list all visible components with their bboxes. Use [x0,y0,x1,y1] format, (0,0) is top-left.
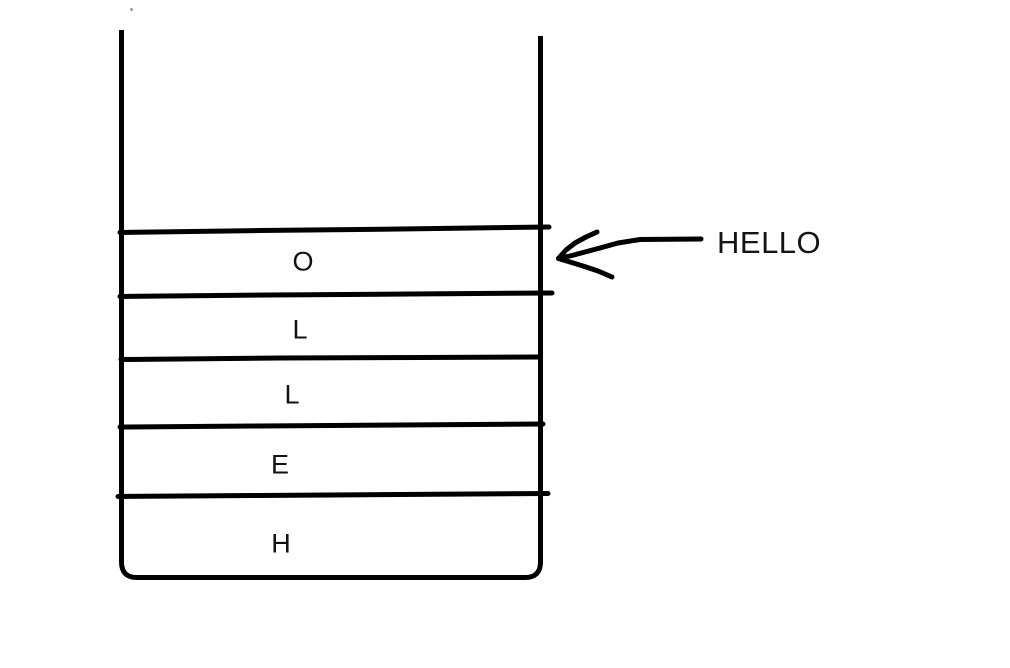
annotation-arrow-barb-lower [556,256,615,280]
divider-below-cell-2 [117,421,546,430]
annotation-arrow-barb-upper [556,229,600,261]
divider-below-cell-3 [115,491,551,499]
stack-bottom-right-corner [522,559,543,580]
stack-bottom-left-corner [119,559,140,580]
stack-cell-letter-3: E [270,449,290,480]
annotation-label-hello: HELLO [717,225,822,260]
divider-above-cell-0 [117,224,552,235]
divider-below-cell-0 [117,290,555,299]
stack-dividers [115,224,555,499]
stack-cell-letter-0: O [292,246,314,277]
divider-below-cell-1 [118,354,543,362]
annotation-arrow-shaft [556,236,704,261]
stack-cell-letter-4: H [271,528,291,559]
stack-cell-letter-2: L [284,379,300,410]
stack-cell-letter-1: L [292,314,308,345]
annotation-arrow [556,229,704,280]
stray-dot-mark [130,8,133,11]
